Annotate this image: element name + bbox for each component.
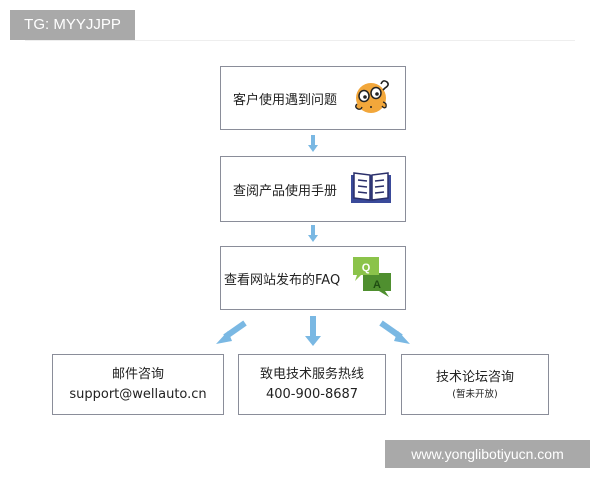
option-title: 技术论坛咨询	[435, 369, 514, 385]
open-book-icon	[349, 169, 393, 209]
option-hotline: 致电技术服务热线 400-900-8687	[238, 354, 386, 415]
svg-text:Q: Q	[362, 262, 371, 274]
phone-number[interactable]: 400-900-8687	[265, 386, 359, 402]
email-link[interactable]: support@wellauto.cn	[69, 386, 207, 402]
option-email: 邮件咨询 support@wellauto.cn	[52, 354, 224, 415]
step-label: 查看网站发布的FAQ	[224, 272, 341, 288]
qa-chat-icon: Q A	[351, 255, 393, 301]
step-check-faq: 查看网站发布的FAQ Q A	[220, 246, 406, 310]
option-title: 邮件咨询	[111, 366, 164, 382]
option-title: 致电技术服务热线	[259, 366, 364, 382]
svg-text:A: A	[373, 279, 381, 291]
step-label: 客户使用遇到问题	[233, 92, 338, 108]
option-note: (暂未开放)	[452, 388, 498, 400]
option-forum: 技术论坛咨询 (暂未开放)	[401, 354, 549, 415]
step-customer-problem: 客户使用遇到问题	[220, 66, 406, 130]
step-read-manual: 查阅产品使用手册	[220, 156, 406, 222]
divider	[25, 40, 575, 41]
watermark-bottom: www.yonglibotiyucn.com	[385, 440, 590, 468]
watermark-top: TG: MYYJJPP	[10, 10, 135, 40]
step-label: 查阅产品使用手册	[233, 183, 338, 199]
confused-face-icon	[353, 76, 393, 120]
